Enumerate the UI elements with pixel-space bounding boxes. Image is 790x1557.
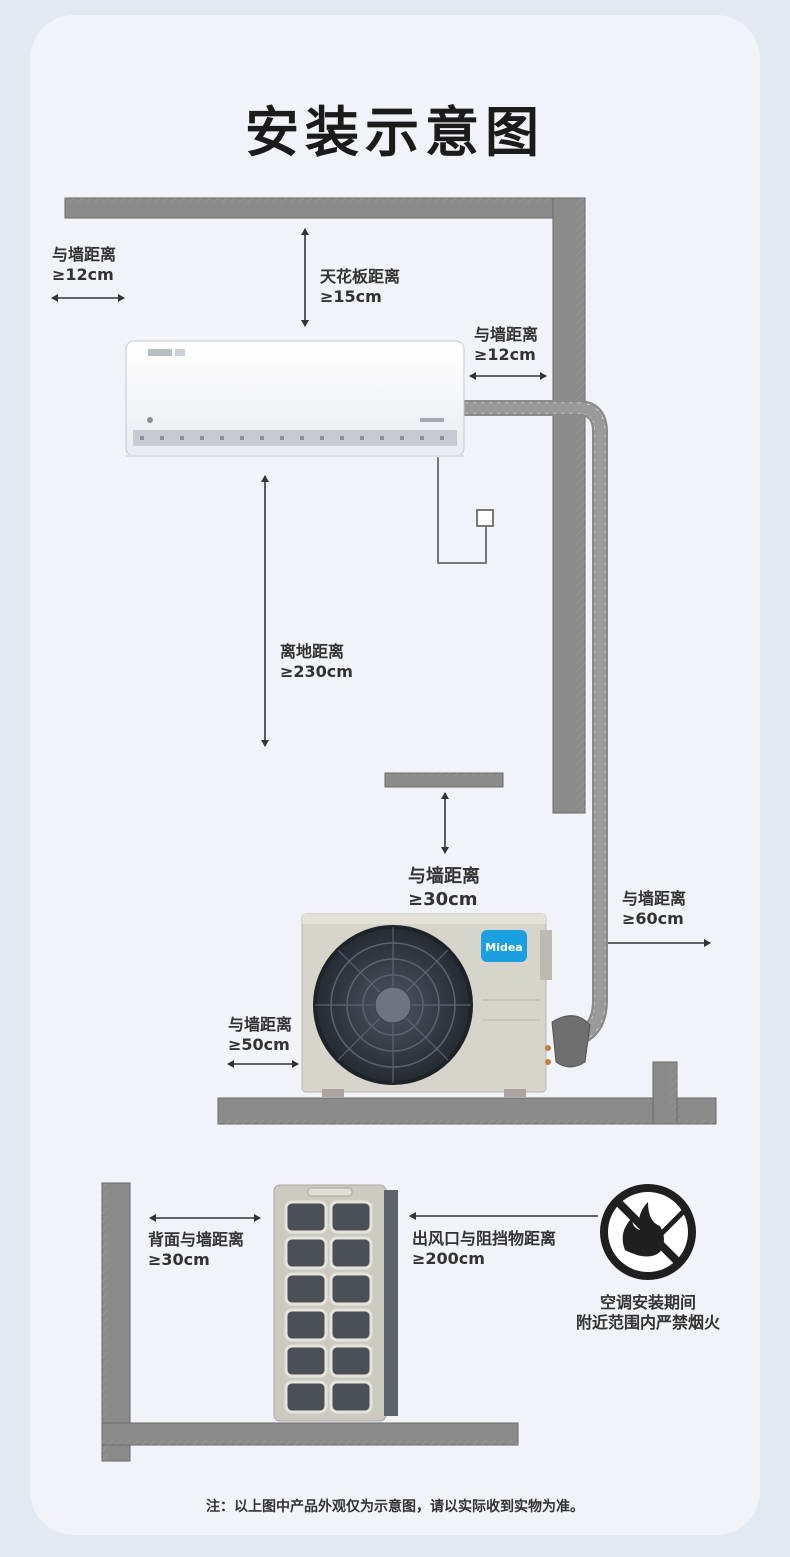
label-text: 离地距离	[280, 642, 345, 661]
label-back-wall: 背面与墙距离 ≥30cm	[148, 1230, 244, 1270]
label-wall-right-indoor: 与墙距离 ≥12cm	[474, 325, 538, 365]
outdoor-unit-side	[273, 1184, 398, 1422]
outdoor-brand-text: Midea	[485, 941, 522, 954]
dimension-arrows	[51, 228, 711, 1222]
warning-line1: 空调安装期间	[599, 1293, 696, 1312]
label-value: ≥12cm	[474, 345, 536, 364]
drain-line	[437, 457, 487, 564]
label-text: 与墙距离	[474, 325, 539, 344]
label-text: 与墙距离	[408, 866, 480, 887]
no-fire-icon	[600, 1184, 696, 1280]
label-value: ≥15cm	[320, 287, 382, 306]
label-outdoor-left: 与墙距离 ≥50cm	[228, 1015, 292, 1055]
refrigerant-pipe	[437, 400, 608, 1068]
label-value: ≥60cm	[622, 909, 684, 928]
label-outdoor-right: 与墙距离 ≥60cm	[622, 889, 686, 929]
label-value: ≥30cm	[148, 1250, 210, 1269]
indoor-brand-logo	[147, 417, 153, 423]
label-value: ≥200cm	[412, 1249, 485, 1268]
pipe-cover	[551, 1015, 591, 1068]
page-title: 安装示意图	[245, 101, 545, 164]
label-text: 背面与墙距离	[148, 1230, 245, 1249]
fan-hub	[374, 986, 412, 1024]
label-text: 与墙距离	[622, 889, 687, 908]
disclaimer-note: 注：以上图中产品外观仅为示意图，请以实际收到实物为准。	[206, 1499, 584, 1515]
warning-line2: 附近范围内严禁烟火	[575, 1313, 720, 1332]
label-value: ≥50cm	[228, 1035, 290, 1054]
wall-structure	[64, 197, 717, 1462]
label-text: 与墙距离	[52, 245, 117, 264]
label-text: 与墙距离	[228, 1015, 293, 1034]
side-grille	[284, 1200, 373, 1414]
label-outlet: 出风口与阻挡物距离 ≥200cm	[412, 1229, 556, 1269]
indoor-unit	[125, 340, 465, 457]
outdoor-brand-badge	[481, 930, 527, 962]
indoor-display	[148, 349, 172, 356]
label-floor: 离地距离 ≥230cm	[280, 642, 353, 682]
label-text: 天花板距离	[320, 267, 401, 286]
label-value: ≥12cm	[52, 265, 114, 284]
warning-text: 空调安装期间 附近范围内严禁烟火	[568, 1293, 728, 1333]
power-socket	[476, 509, 494, 527]
label-wall-left-indoor: 与墙距离 ≥12cm	[52, 245, 116, 285]
label-value: ≥230cm	[280, 662, 353, 681]
label-text: 出风口与阻挡物距离	[412, 1229, 557, 1248]
label-outdoor-top: 与墙距离 ≥30cm	[408, 865, 480, 911]
label-value: ≥30cm	[408, 889, 478, 910]
label-ceiling: 天花板距离 ≥15cm	[320, 267, 400, 307]
outdoor-unit: Midea	[301, 913, 552, 1097]
